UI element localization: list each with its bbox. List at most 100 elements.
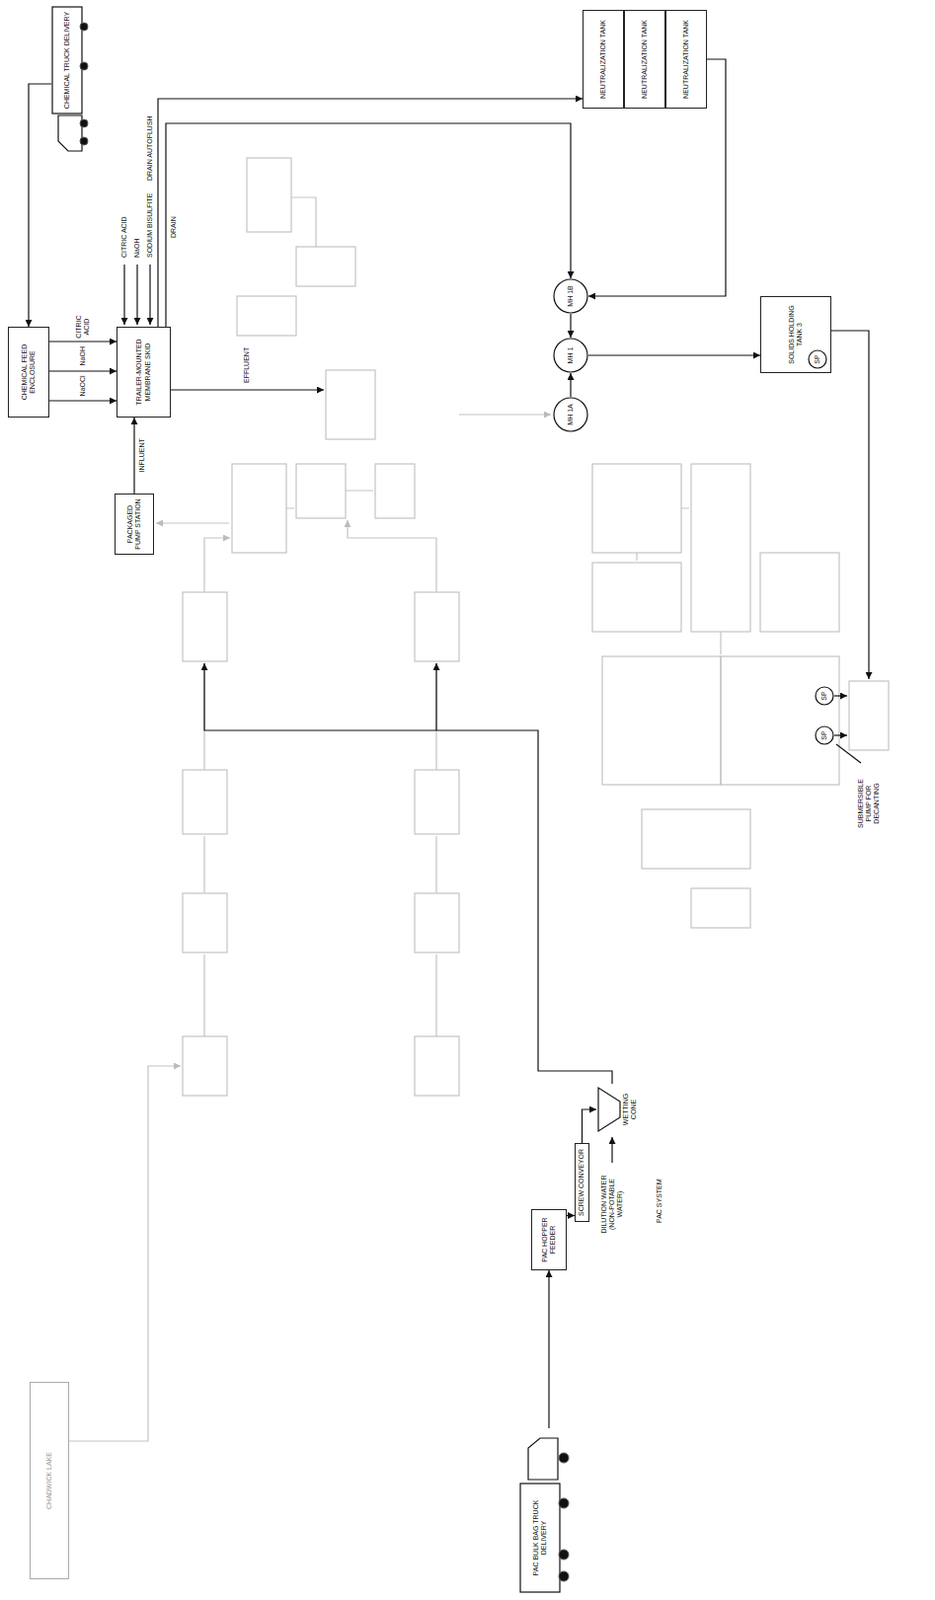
circle-outline [553, 338, 588, 373]
process-line [375, 464, 415, 519]
circle-outline [553, 279, 588, 313]
flow-connector [547, 1270, 549, 1429]
node-label: SP [813, 354, 822, 364]
node-label: SOLIDS HOLDING TANK 3 [787, 299, 804, 371]
process-line [836, 744, 861, 764]
process-line [232, 464, 287, 553]
truck-wheel [79, 137, 88, 146]
pump-circle: SP [814, 725, 835, 746]
line-label: DRAIN [169, 215, 178, 239]
line-label: CITRIC ACID [75, 312, 91, 341]
process-line [691, 464, 751, 632]
circle-outline [815, 726, 834, 745]
node-label: NEUTRALIZATION TANK [682, 19, 691, 99]
process-line [414, 592, 460, 662]
process-line [296, 464, 346, 519]
truck-trailer [52, 6, 82, 114]
flow-connector [49, 399, 117, 401]
node-label: WETTING CONE [622, 1084, 638, 1136]
process-line [831, 330, 869, 680]
manhole-circle: MH 1A [552, 396, 589, 433]
tank-box: NEUTRALIZATION TANK [623, 9, 666, 109]
pump-circle: SP [807, 349, 828, 370]
process-line [760, 552, 840, 632]
greyed-process [69, 157, 889, 1442]
process-line [325, 370, 376, 440]
process-line [602, 656, 721, 785]
process-line [204, 663, 437, 1037]
process-line [641, 809, 751, 869]
process-line [136, 264, 138, 325]
truck-text-area: PAC BULK BAG TRUCK DELIVERY [523, 1487, 557, 1589]
node-label: NEUTRALIZATION TANK [599, 19, 608, 99]
truck-wheel [79, 22, 88, 31]
node-label: MH 1 [566, 347, 575, 365]
flow-connector [582, 1109, 598, 1144]
truck-cab [528, 1438, 558, 1481]
tank-box: SOLIDS HOLDING TANK 3 SP [760, 296, 832, 374]
node-label: SCREW CONVEYOR [577, 1149, 586, 1217]
manhole-circle: MH 1B [552, 278, 589, 314]
line-label: DRAIN AUTOFLUSH [146, 114, 155, 182]
cone-outline [596, 1084, 623, 1136]
process-line [834, 734, 848, 736]
line-label: NaOH [78, 345, 87, 367]
node-label: MH 1A [566, 403, 575, 425]
process-line [611, 1137, 613, 1164]
process-line [592, 464, 682, 553]
circle-outline [553, 397, 588, 432]
truck-wheel [558, 1550, 569, 1560]
process-note: PAC SYSTEM [655, 1177, 664, 1225]
process-line [414, 770, 460, 835]
process-note: SODIUM BISULFITE [146, 192, 155, 259]
truck-delivery: CHEMICAL TRUCK DELIVERY [51, 4, 89, 165]
node-label: SP [820, 691, 829, 701]
process-line [286, 197, 721, 655]
cone-outline [598, 1088, 621, 1132]
flow-connector [49, 340, 117, 342]
node-label: CHEMICAL FEED ENCLOSURE [20, 329, 37, 415]
node-label: TRAILER-MOUNTED MEMBRANE SKID [135, 329, 152, 415]
process-line [834, 695, 848, 697]
process-line [414, 1036, 460, 1096]
node-label: MH 1B [566, 285, 575, 307]
process-line [246, 157, 292, 233]
flow-connector [569, 313, 571, 338]
process-line [182, 592, 228, 662]
flow-connector [49, 370, 117, 372]
truck-wheel [558, 1571, 569, 1582]
manhole-circle: MH 1 [552, 337, 589, 374]
flow-connector [569, 373, 571, 397]
process-line [849, 681, 889, 751]
line-label: NaOCl [78, 374, 87, 397]
process-box: TRAILER-MOUNTED MEMBRANE SKID [116, 326, 171, 418]
process-note: SUBMERSIBLE PUMP FOR DECANTING [857, 768, 881, 840]
line-label: INFLUENT [138, 437, 147, 473]
node-label: PAC HOPPER FEEDER [541, 1212, 557, 1268]
process-line [204, 538, 231, 593]
process-line [459, 413, 551, 415]
flow-connector [566, 1215, 575, 1217]
process-line [149, 264, 151, 325]
tank-box: NEUTRALIZATION TANK [582, 9, 624, 109]
process-line [592, 562, 682, 632]
lake-box: CHADWICK LAKE [29, 1382, 70, 1580]
process-box: PAC HOPPER FEEDER [531, 1209, 567, 1271]
node-label: PAC BULK BAG TRUCK DELIVERY [532, 1487, 548, 1589]
wetting-cone: WETTING CONE [596, 1084, 642, 1136]
process-line [182, 770, 228, 835]
process-note: DILUTION WATER (NON-POTABLE WATER) [600, 1168, 624, 1241]
process-lines [124, 264, 869, 1164]
process-box: PACKAGED PUMP STATION [114, 493, 155, 555]
process-box: SCREW CONVEYOR [574, 1143, 590, 1223]
flow-connector [165, 123, 571, 327]
process-line [236, 296, 297, 336]
flow-connector [157, 98, 583, 327]
process-line [691, 888, 751, 929]
process-line [123, 264, 125, 325]
process-line [182, 1036, 228, 1096]
process-note: CITRIC ACID [120, 215, 129, 259]
truck-wheel [79, 119, 88, 128]
circle-outline [808, 350, 827, 369]
